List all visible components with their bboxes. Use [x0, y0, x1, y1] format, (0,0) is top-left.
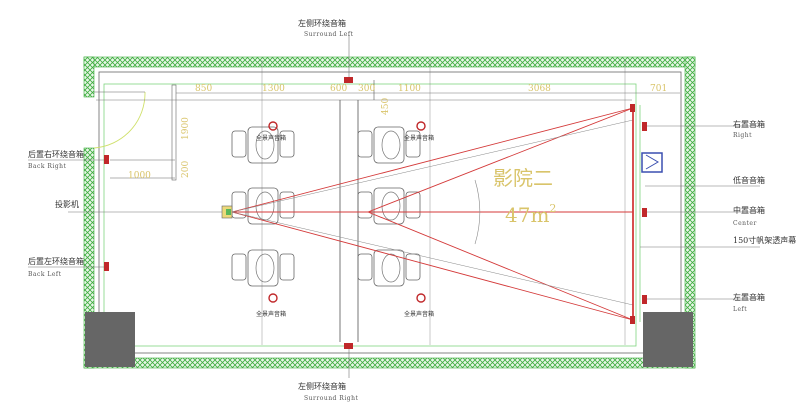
atmos-speakers [268, 121, 426, 303]
speakers [104, 77, 647, 349]
dim-1000: 1000 [128, 171, 151, 181]
column-left [85, 312, 135, 367]
subwoofer-icon [641, 152, 663, 173]
dim-701: 701 [650, 84, 667, 94]
surround-right-speaker-icon [344, 343, 353, 349]
door-swing [93, 91, 146, 149]
room-area: 47m2 [505, 202, 556, 227]
dim-600: 600 [330, 84, 347, 94]
right-sublabel: Right [733, 132, 752, 139]
screen-corner-bottom [630, 316, 635, 324]
dim-3068: 3068 [528, 84, 551, 94]
left-label: 左置音箱 [733, 292, 765, 302]
dim-300: 300 [358, 84, 375, 94]
dim-1300: 1300 [262, 84, 285, 94]
dim-1900: 1900 [181, 117, 191, 140]
sightlines [231, 119, 634, 306]
surround-right-label: 左侧环绕音箱 [298, 381, 346, 391]
subwoofer-label: 低音音箱 [733, 175, 765, 185]
atmos-label-3: 全景声音箱 [256, 310, 286, 318]
outer-wall [83, 56, 696, 369]
inner-wall [98, 71, 682, 354]
center-speaker-icon [642, 208, 647, 217]
surround-left-speaker-icon [344, 77, 353, 83]
atmos-label-1: 全景声音箱 [256, 134, 286, 142]
screen-corner-top [630, 104, 635, 112]
atmos-label-2: 全景声音箱 [404, 134, 434, 142]
back-left-label: 后置左环绕音箱 [28, 256, 84, 266]
projector-label: 投影机 [55, 199, 79, 209]
column-right [643, 312, 693, 367]
dim-200: 200 [181, 161, 191, 178]
seating [231, 126, 421, 287]
surround-left-sublabel: Surround Left [304, 31, 354, 38]
back-right-label: 后置右环绕音箱 [28, 149, 84, 159]
acoustic-panel-line [103, 83, 637, 347]
screen-label: 150寸帆架透声幕 [733, 235, 796, 245]
center-label: 中置音箱 [733, 205, 765, 215]
projection-lines [231, 107, 634, 321]
back-left-sublabel: Back Left [28, 271, 62, 278]
left-speaker-icon [642, 295, 647, 304]
center-sublabel: Center [733, 220, 757, 227]
dim-1100: 1100 [398, 84, 421, 94]
right-speaker-icon [642, 122, 647, 131]
surround-right-sublabel: Surround Right [304, 395, 358, 402]
partition [171, 84, 177, 181]
room-name: 影院二 [493, 166, 553, 190]
right-label: 右置音箱 [733, 119, 765, 129]
surround-left-label: 左侧环绕音箱 [298, 18, 346, 28]
dim-450: 450 [381, 98, 391, 115]
back-right-sublabel: Back Right [28, 163, 67, 170]
back-right-speaker-icon [104, 155, 109, 164]
atmos-label-4: 全景声音箱 [404, 310, 434, 318]
back-left-speaker-icon [104, 262, 109, 271]
dim-850: 850 [195, 84, 212, 94]
left-sublabel: Left [733, 306, 747, 313]
